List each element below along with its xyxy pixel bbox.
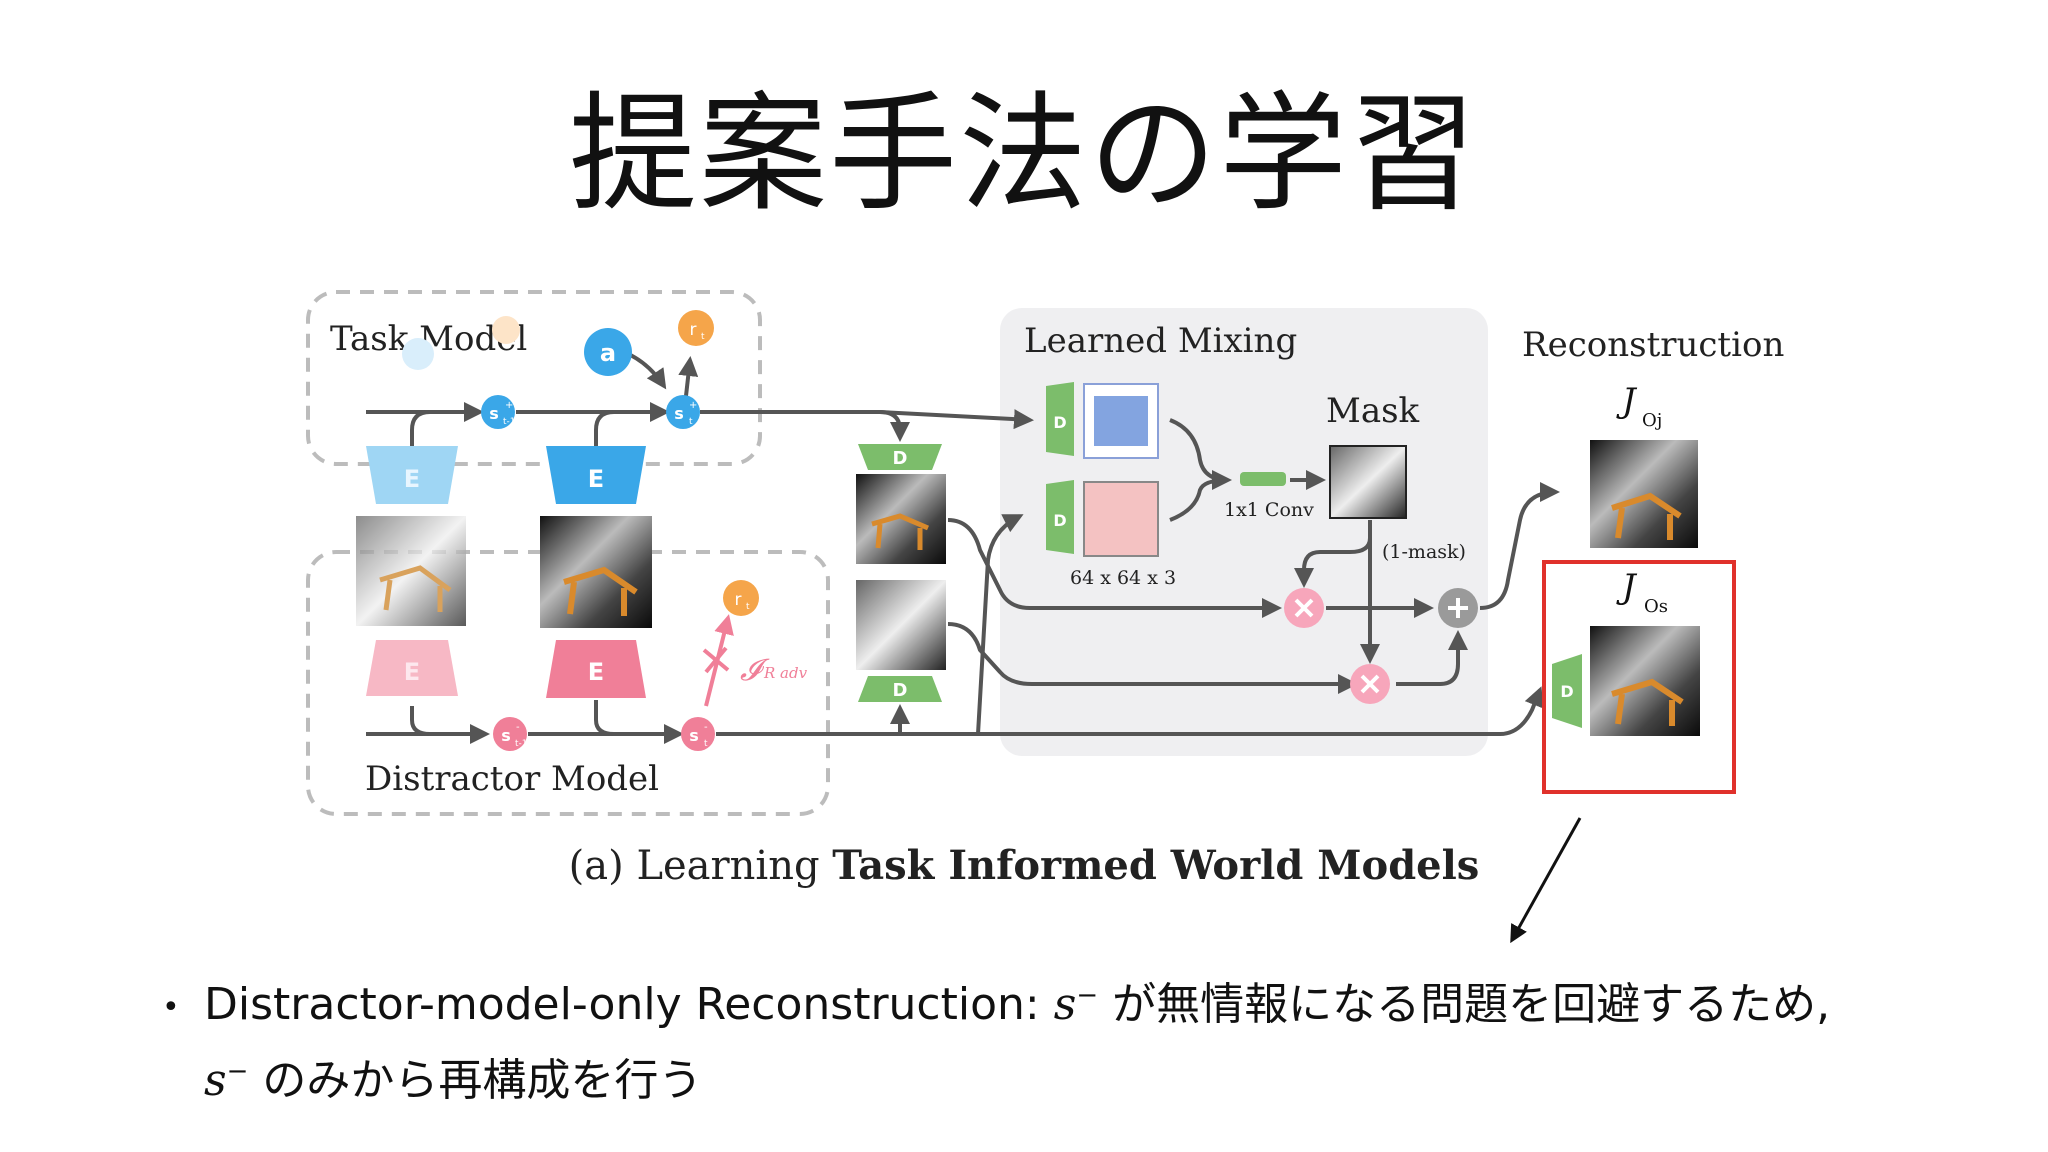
decoder-letter: D [1560,682,1573,701]
state-symbol: s [501,726,511,745]
state-sup: - [704,722,708,733]
task-encoder-current [546,446,646,504]
mask-image [1329,445,1407,519]
reward-sub: t [746,602,750,612]
mask-label: Mask [1326,391,1420,431]
bullet-line2-math-sup: − [226,1056,249,1087]
figure-caption: (a) Learning Task Informed World Models [0,842,2048,889]
j-os-sub: Os [1644,596,1668,617]
distractor-decoded-image [856,580,946,670]
distractor-model-box [306,550,830,816]
encoder-letter: E [588,658,604,686]
state-sub: t [689,417,693,427]
state-sub: t [704,739,708,749]
distractor-decoder [858,676,942,702]
distractor-model-label: Distractor Model [365,759,659,799]
reconstruction-oj-image [1590,440,1698,548]
decoder-letter: D [1053,413,1066,432]
slide-title: 提案手法の学習 [568,80,1479,229]
state-symbol: s [689,726,699,745]
reward-letter: r [690,320,697,340]
bullet-dot-icon: • [162,990,180,1025]
encoder-letter: E [404,658,420,686]
state-sub: t-1 [515,739,528,749]
conv-block [1240,472,1286,486]
reconstruction-label: Reconstruction [1522,325,1784,365]
j-oj-sub: Oj [1642,410,1662,431]
bullet-line1-rest: が無情報になる問題を回避するため, [1098,979,1831,1030]
encoder-letter: E [404,465,420,493]
state-sup: + [505,400,513,411]
distractor-state-prev-node [493,717,527,751]
decoder-letter: D [893,680,908,701]
task-encoder-prev [366,446,458,504]
task-state-prev-node [481,395,515,429]
conv-label: 1x1 Conv [1224,499,1314,521]
j-os-letter: J [1616,567,1638,607]
state-sup: - [516,722,520,733]
reward-letter: r [735,590,742,610]
size-label: 64 x 64 x 3 [1070,567,1176,589]
distractor-reward-node [723,580,759,616]
state-symbol: s [674,404,684,423]
encoder-letter: E [588,465,604,493]
bullet-line1-math-sup: − [1076,980,1099,1011]
task-state-current-node [666,395,700,429]
mixing-decoder-distractor [1046,480,1074,554]
j-oj-letter: J [1616,381,1638,421]
bullet-line1-math: s [1053,979,1077,1030]
action-letter: a [600,339,616,367]
state-symbol: s [489,404,499,423]
state-sup: + [689,400,697,411]
reward-sub: t [701,332,705,342]
annotation-arrow [1510,817,1582,944]
action-node [584,328,632,376]
bullet-line2-rest: のみから再構成を行う [248,1055,703,1106]
decoder-letter: D [893,448,908,469]
state-sub: t-1 [503,417,516,427]
distractor-encoder-current [546,640,646,698]
task-reward-node [678,310,714,346]
mixing-distractor-output [1083,481,1159,557]
learned-mixing-label: Learned Mixing [1024,321,1297,361]
distractor-state-current-node [681,717,715,751]
bullet-line-1: Distractor-model-only Reconstruction: s−… [204,968,1830,1032]
bullet-line-2: s− のみから再構成を行う [204,1044,702,1108]
task-model-box [306,290,762,466]
task-decoder [858,444,942,470]
caption-prefix: (a) Learning [568,843,820,889]
bullet-line1-text: Distractor-model-only Reconstruction: [204,979,1054,1030]
reconstruction-decoder [1552,654,1582,728]
decoder-letter: D [1053,511,1066,530]
caption-bold: Task Informed World Models [832,842,1480,889]
one-minus-mask-label: (1-mask) [1382,541,1466,563]
mixing-decoder-task [1046,382,1074,456]
bullet-line2-math: s [204,1055,227,1106]
adversarial-loss-sub: R adv [763,664,808,682]
highlight-box [1542,560,1736,794]
distractor-encoder-prev [366,640,458,696]
